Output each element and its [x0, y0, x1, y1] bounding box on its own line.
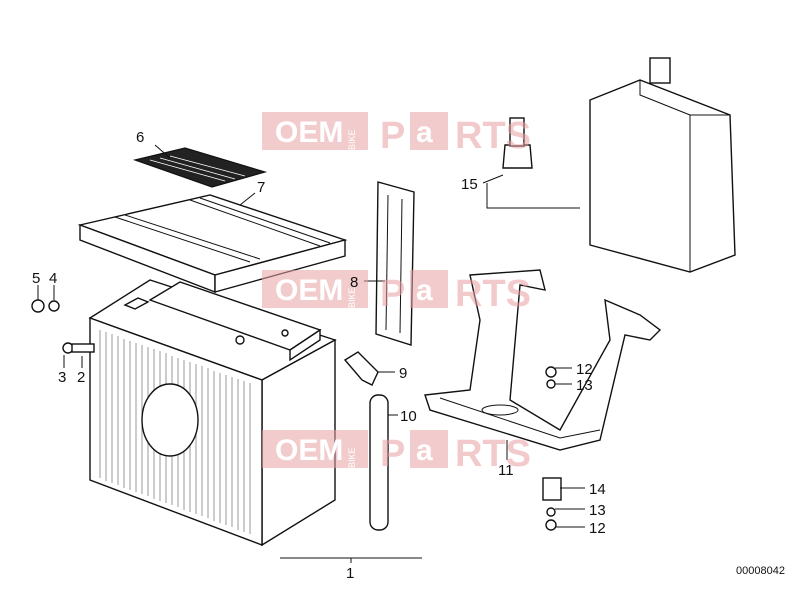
- svg-text:RTS: RTS: [455, 433, 531, 475]
- svg-text:OEM: OEM: [275, 116, 343, 149]
- svg-text:P: P: [380, 273, 405, 315]
- callout-15[interactable]: 15: [461, 176, 478, 193]
- callout-14[interactable]: 14: [589, 481, 606, 498]
- hardware-illustration: [31, 299, 562, 531]
- svg-text:a: a: [416, 434, 433, 467]
- callout-4[interactable]: 4: [49, 270, 57, 287]
- callout-10[interactable]: 10: [400, 408, 417, 425]
- cover-illustration: [77, 194, 348, 294]
- svg-text:a: a: [416, 274, 433, 307]
- callout-5[interactable]: 5: [32, 270, 40, 287]
- battery-tray-illustration: [424, 269, 662, 451]
- svg-text:P: P: [380, 433, 405, 475]
- label-plate-illustration: [132, 147, 268, 188]
- callout-11[interactable]: 11: [498, 462, 514, 479]
- svg-text:BIKE: BIKE: [347, 129, 357, 150]
- svg-text:RTS: RTS: [455, 115, 531, 157]
- callout-3[interactable]: 3: [58, 369, 66, 386]
- watermark-top: OEM BIKE P a RTS: [262, 112, 531, 157]
- diagram-id: 00008042: [736, 565, 785, 577]
- acid-canister-illustration: [502, 57, 736, 273]
- battery-illustration: [88, 279, 337, 547]
- callout-13b[interactable]: 13: [589, 502, 606, 519]
- callout-6[interactable]: 6: [136, 129, 144, 146]
- svg-text:BIKE: BIKE: [347, 447, 357, 468]
- callout-12[interactable]: 12: [576, 361, 593, 378]
- callout-7[interactable]: 7: [257, 179, 265, 196]
- watermark-middle: OEM BIKE P a RTS: [262, 270, 531, 315]
- svg-text:BIKE: BIKE: [347, 287, 357, 308]
- vent-hose-illustration: [343, 351, 389, 531]
- callout-labels: 1 2 3 4 5 6 7 8 9 10 11 12 13 14 13 12 1…: [32, 129, 606, 582]
- svg-text:OEM: OEM: [275, 434, 343, 467]
- callout-2[interactable]: 2: [77, 369, 85, 386]
- svg-text:OEM: OEM: [275, 274, 343, 307]
- svg-text:a: a: [416, 116, 433, 149]
- svg-text:RTS: RTS: [455, 273, 531, 315]
- svg-text:P: P: [380, 115, 405, 157]
- strap-illustration: [375, 181, 415, 346]
- callout-13[interactable]: 13: [576, 377, 593, 394]
- callout-9[interactable]: 9: [399, 365, 407, 382]
- callout-8[interactable]: 8: [350, 274, 358, 291]
- watermark-bottom: OEM BIKE P a RTS: [262, 430, 531, 475]
- callout-12b[interactable]: 12: [589, 520, 606, 537]
- callout-1[interactable]: 1: [346, 565, 354, 582]
- leader-lines: [37, 144, 585, 563]
